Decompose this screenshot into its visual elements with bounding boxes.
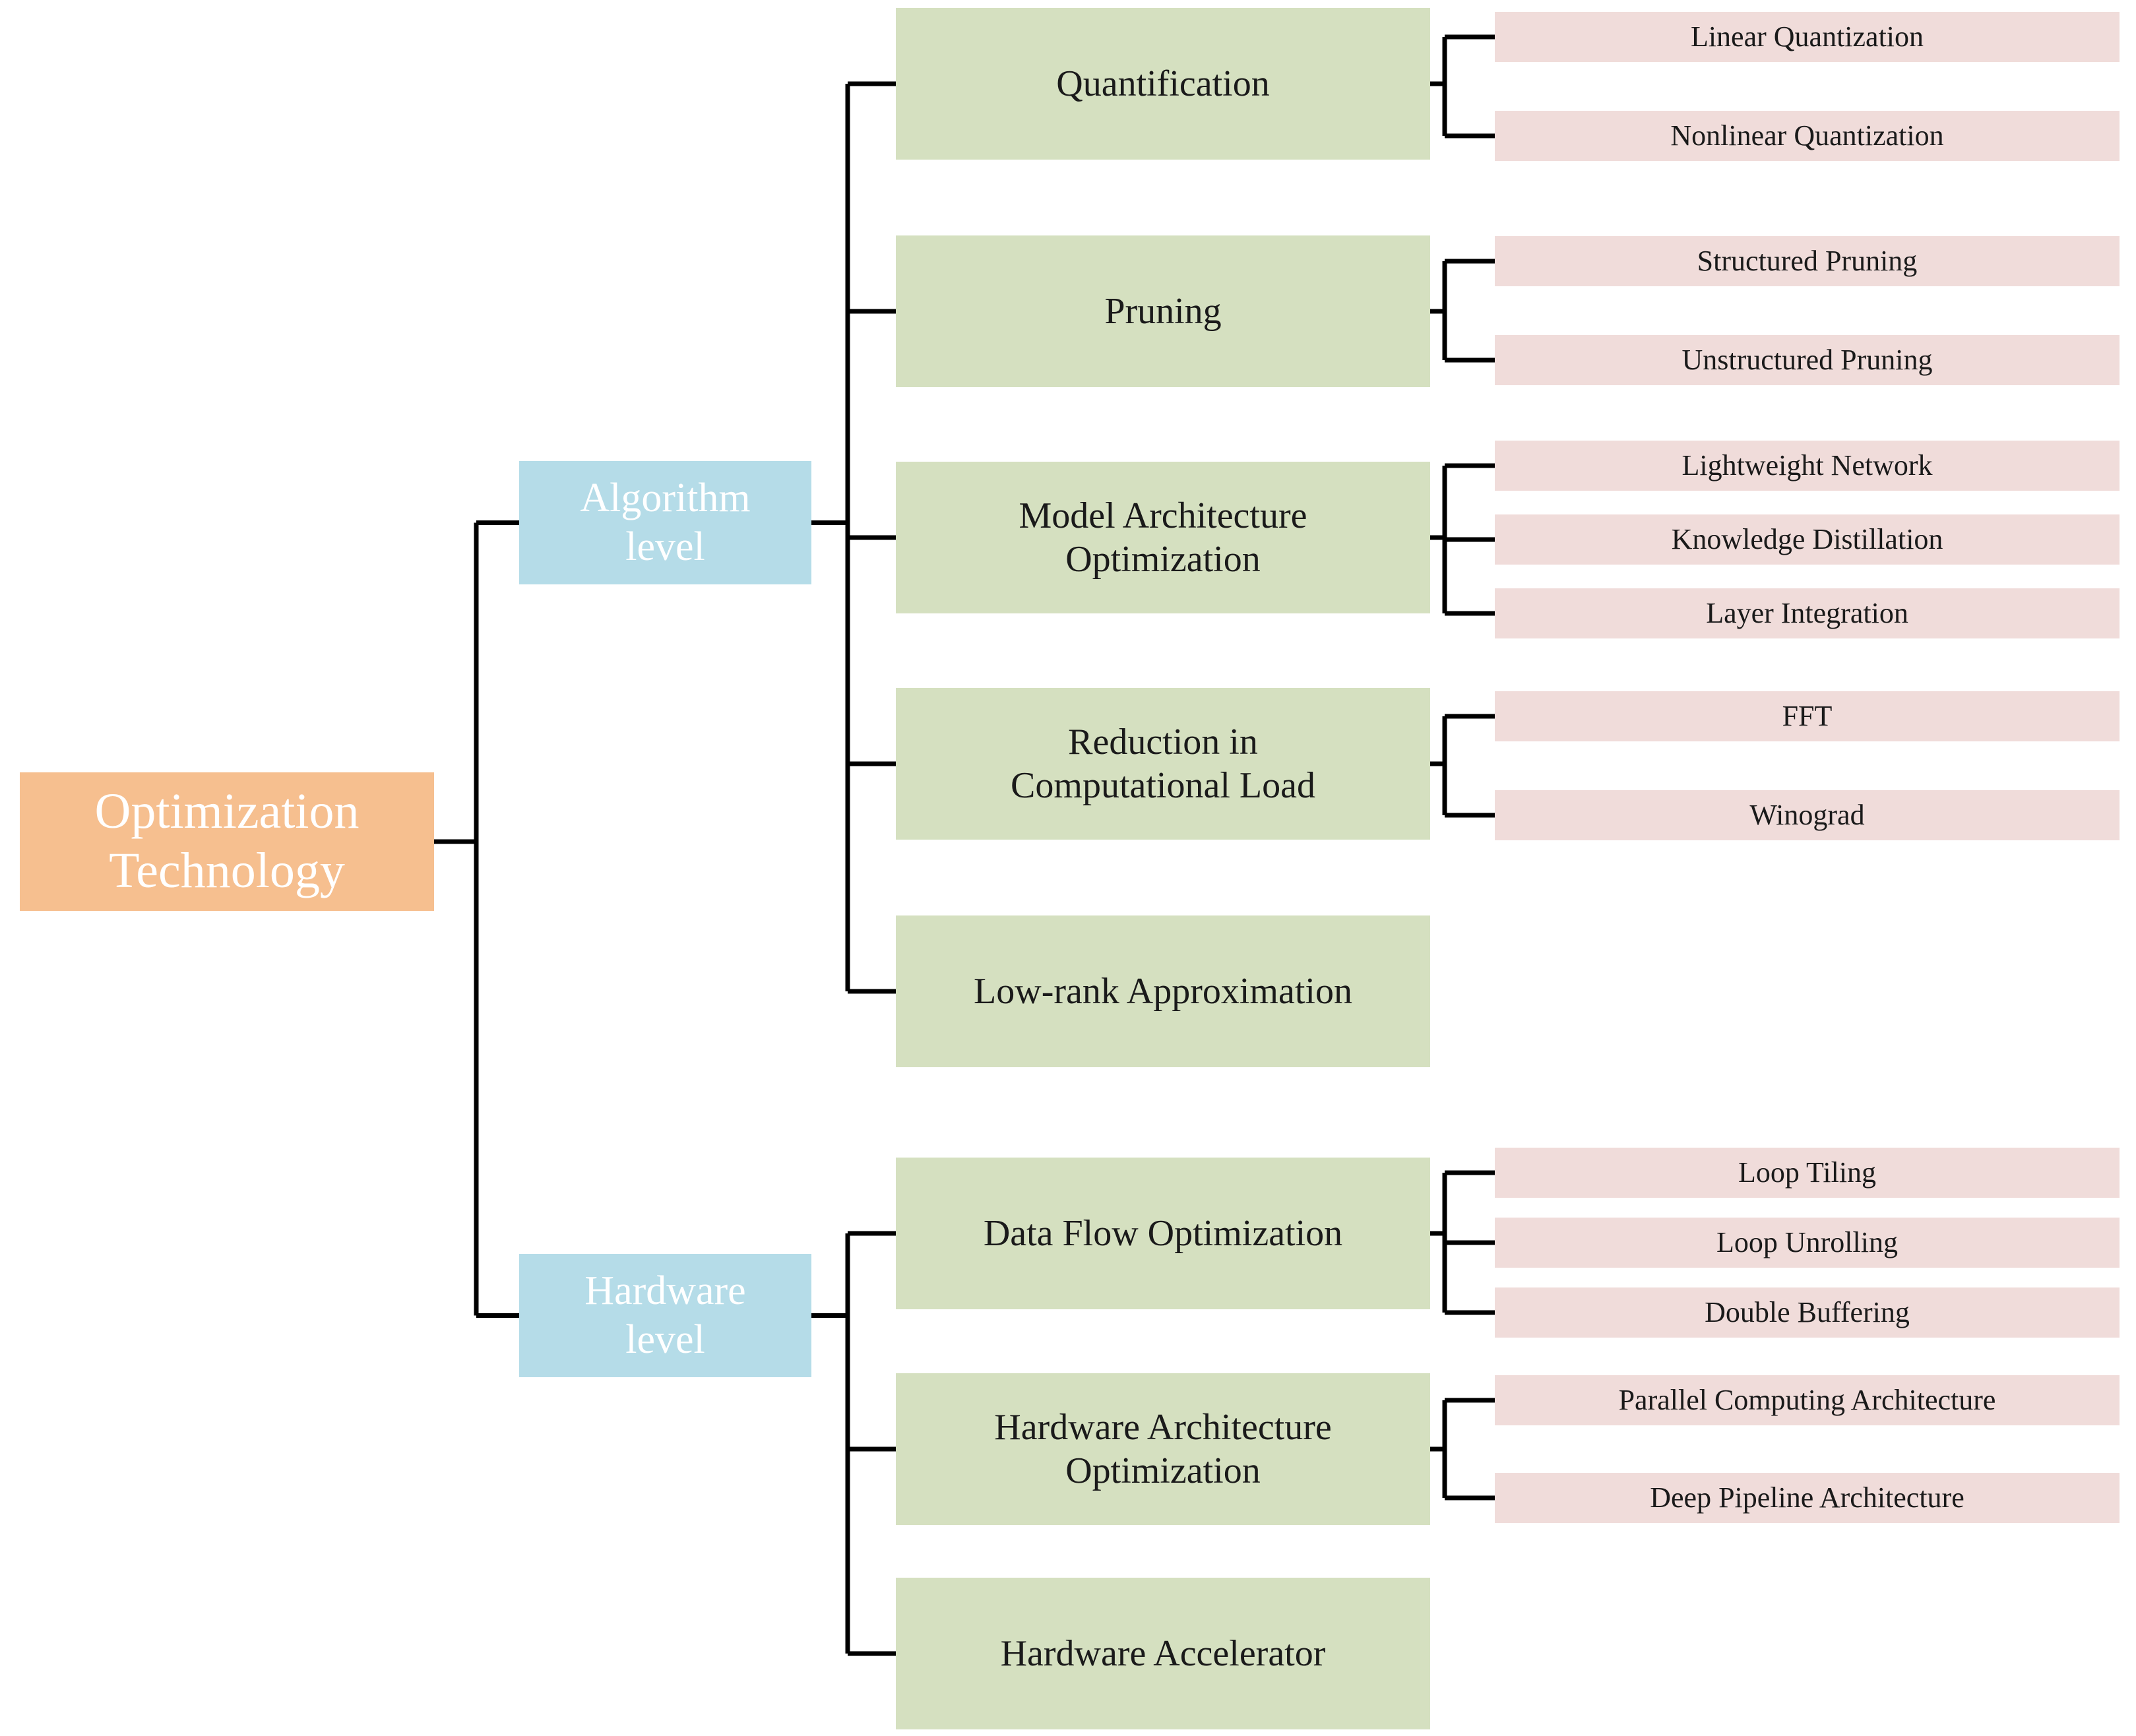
node-label: Unstructured Pruning <box>1681 344 1933 377</box>
node-double-buffering[interactable]: Double Buffering <box>1495 1287 2120 1338</box>
node-reduction-in-computational-load[interactable]: Reduction in Computational Load <box>896 688 1430 840</box>
node-label: Model Architecture Optimization <box>1019 495 1307 580</box>
node-lightweight-network[interactable]: Lightweight Network <box>1495 441 2120 491</box>
node-label: Hardware Accelerator <box>1000 1632 1326 1674</box>
node-label: FFT <box>1782 700 1833 733</box>
node-loop-unrolling[interactable]: Loop Unrolling <box>1495 1218 2120 1268</box>
node-loop-tiling[interactable]: Loop Tiling <box>1495 1148 2120 1198</box>
node-algorithm-level[interactable]: Algorithm level <box>519 461 811 584</box>
node-label: Nonlinear Quantization <box>1670 119 1944 152</box>
node-label: Pruning <box>1104 290 1222 332</box>
node-knowledge-distillation[interactable]: Knowledge Distillation <box>1495 514 2120 565</box>
node-root[interactable]: Optimization Technology <box>20 772 434 911</box>
node-label: Double Buffering <box>1705 1296 1910 1329</box>
node-linear-quantization[interactable]: Linear Quantization <box>1495 12 2120 62</box>
node-unstructured-pruning[interactable]: Unstructured Pruning <box>1495 335 2120 385</box>
node-label: Hardware Architecture Optimization <box>994 1406 1332 1491</box>
node-quantification[interactable]: Quantification <box>896 8 1430 160</box>
node-label: Loop Tiling <box>1738 1156 1877 1189</box>
node-fft[interactable]: FFT <box>1495 691 2120 741</box>
node-label: Data Flow Optimization <box>983 1212 1343 1254</box>
node-label: Hardware level <box>584 1268 746 1362</box>
node-label: Algorithm level <box>580 476 751 569</box>
node-label: Reduction in Computational Load <box>1011 721 1315 806</box>
node-model-architecture-optimization[interactable]: Model Architecture Optimization <box>896 462 1430 613</box>
node-label: Linear Quantization <box>1690 20 1924 53</box>
node-label: Quantification <box>1056 63 1270 104</box>
node-winograd[interactable]: Winograd <box>1495 790 2120 840</box>
node-nonlinear-quantization[interactable]: Nonlinear Quantization <box>1495 111 2120 161</box>
node-deep-pipeline-architecture[interactable]: Deep Pipeline Architecture <box>1495 1473 2120 1523</box>
node-label: Optimization Technology <box>94 784 360 898</box>
node-hardware-accelerator[interactable]: Hardware Accelerator <box>896 1578 1430 1729</box>
node-hardware-architecture-optimization[interactable]: Hardware Architecture Optimization <box>896 1373 1430 1525</box>
node-low-rank-approximation[interactable]: Low-rank Approximation <box>896 915 1430 1067</box>
node-label: Structured Pruning <box>1697 245 1918 278</box>
node-hardware-level[interactable]: Hardware level <box>519 1254 811 1377</box>
node-label: Deep Pipeline Architecture <box>1650 1481 1964 1514</box>
node-label: Loop Unrolling <box>1716 1226 1898 1259</box>
node-parallel-computing-architecture[interactable]: Parallel Computing Architecture <box>1495 1375 2120 1425</box>
node-label: Low-rank Approximation <box>974 970 1352 1012</box>
node-label: Parallel Computing Architecture <box>1618 1384 1996 1417</box>
node-label: Knowledge Distillation <box>1671 523 1943 556</box>
node-label: Winograd <box>1749 799 1865 832</box>
node-data-flow-optimization[interactable]: Data Flow Optimization <box>896 1158 1430 1309</box>
node-label: Layer Integration <box>1706 597 1908 630</box>
node-pruning[interactable]: Pruning <box>896 235 1430 387</box>
node-label: Lightweight Network <box>1681 449 1933 482</box>
node-layer-integration[interactable]: Layer Integration <box>1495 588 2120 638</box>
node-structured-pruning[interactable]: Structured Pruning <box>1495 236 2120 286</box>
